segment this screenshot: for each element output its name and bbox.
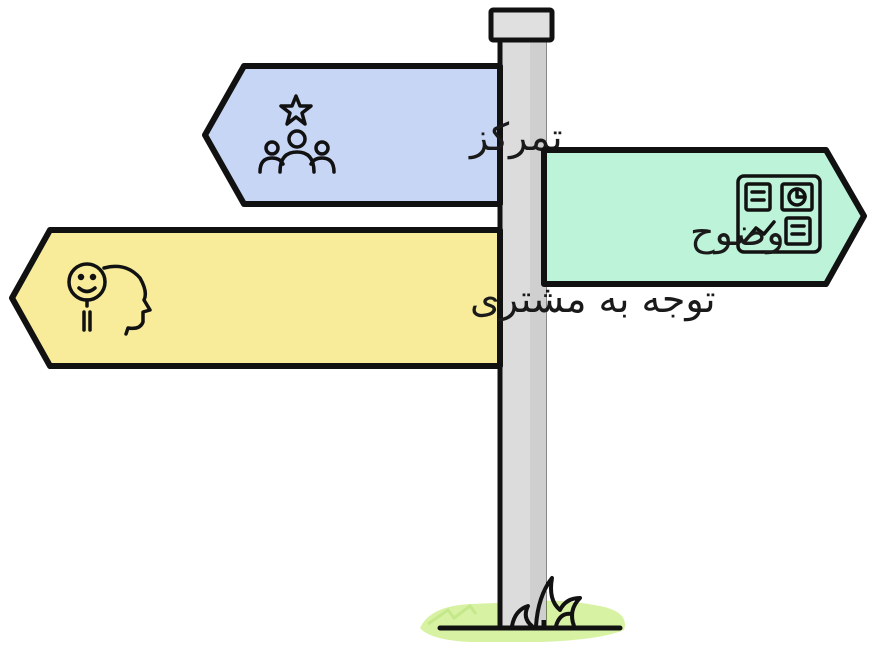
pole-cap [491,10,552,40]
sign-customer-label: توجه به مشتری [470,277,716,322]
sign-clarity-label: وضوح [690,210,785,255]
sign-clarity: وضوح [544,150,864,284]
